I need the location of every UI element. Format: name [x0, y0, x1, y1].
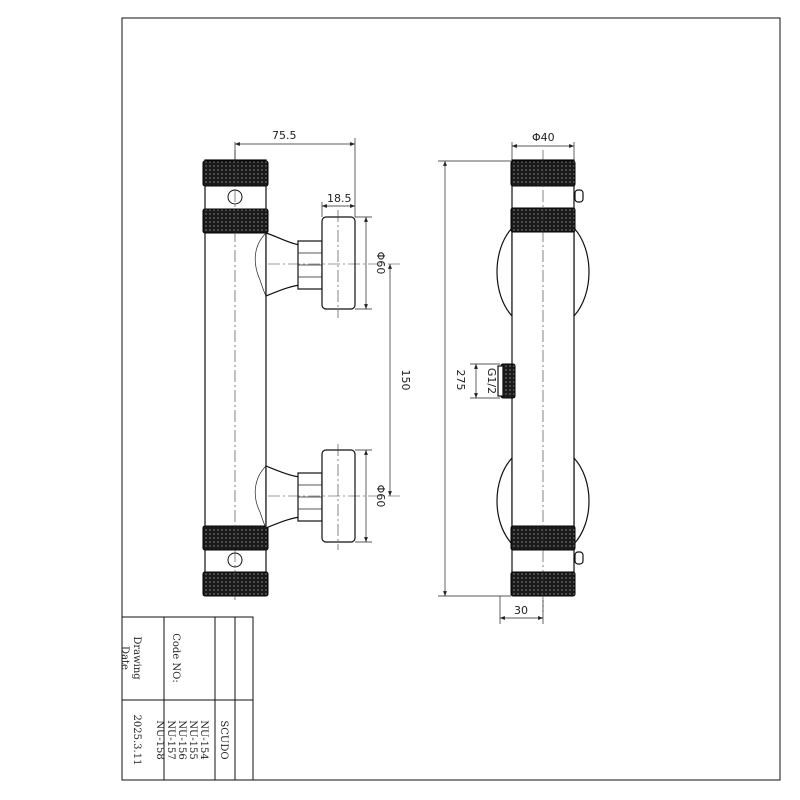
side-bottom-pin: [574, 551, 584, 565]
side-lower-bulge: [496, 456, 513, 546]
front-upper-connector: [265, 232, 301, 297]
code-item: NU-155: [187, 720, 198, 759]
dim-body-dia: Φ40: [532, 131, 555, 144]
dim-flange-dia-top: Φ60: [374, 252, 387, 275]
drawing-date-label-1: Drawing: [131, 636, 142, 680]
dim-eccentric-offset: 18.5: [327, 192, 352, 205]
code-item: NU-157: [165, 720, 176, 759]
front-upper-flange: [321, 216, 356, 310]
dim-bottom-offset: 30: [514, 604, 528, 617]
side-view: Φ40 275 G1/2 30: [438, 131, 590, 624]
side-upper-bulge: [496, 226, 513, 318]
dim-center-spacing: 150: [399, 370, 412, 391]
front-knurl-ring-top-2: [202, 208, 269, 234]
drawing-date: 2025.3.11: [131, 715, 142, 766]
front-knurl-ring-bottom-1: [202, 525, 269, 551]
code-item: NU-154: [198, 720, 209, 759]
dim-outlet-thread: G1/2: [485, 368, 498, 394]
drawing-date-label-2: Date: [119, 646, 130, 670]
title-block: Drawing Date Code NO: SCUDO NU-154 NU-15…: [119, 616, 254, 781]
front-knurl-ring-bottom-2: [202, 571, 269, 597]
product-name: SCUDO: [218, 720, 229, 759]
drawing-frame: [121, 17, 781, 781]
code-item: NU-156: [176, 720, 187, 759]
dim-overall-length: 275: [454, 370, 467, 391]
side-top-pin: [574, 189, 584, 203]
code-label: Code NO:: [170, 633, 181, 683]
dim-flange-dia-bottom: Φ60: [374, 485, 387, 508]
front-knurl-ring-top-1: [202, 160, 269, 187]
front-view: 75.5 18.5 Φ60 Φ60 150: [202, 129, 412, 600]
code-item: NU-158: [154, 720, 165, 759]
dim-width-top: 75.5: [272, 129, 297, 142]
front-lower-connector: [265, 465, 301, 529]
